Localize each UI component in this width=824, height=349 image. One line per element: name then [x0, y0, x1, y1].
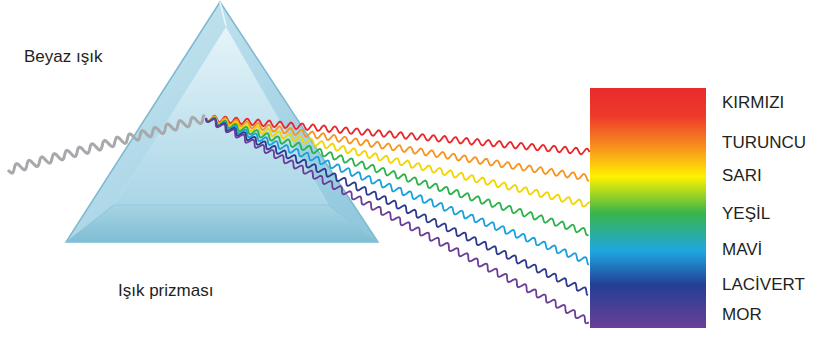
colour-label: KIRMIZI [722, 93, 784, 113]
colour-label: LACİVERT [722, 275, 805, 295]
light-label: Beyaz ışık [24, 47, 102, 67]
colour-label: MOR [722, 305, 762, 325]
colour-label: TURUNCU [722, 133, 806, 153]
colour-ray [206, 118, 589, 265]
colour-ray [206, 117, 590, 207]
colour-ray [206, 118, 589, 323]
spectrum-bar [590, 88, 706, 328]
colour-label: SARI [722, 166, 762, 186]
colour-label: MAVİ [722, 240, 762, 260]
white-light-ray [8, 115, 204, 174]
light-rays [8, 115, 590, 324]
colour-label: YEŞİL [722, 204, 770, 224]
prism-label: Işık prizması [118, 281, 213, 301]
